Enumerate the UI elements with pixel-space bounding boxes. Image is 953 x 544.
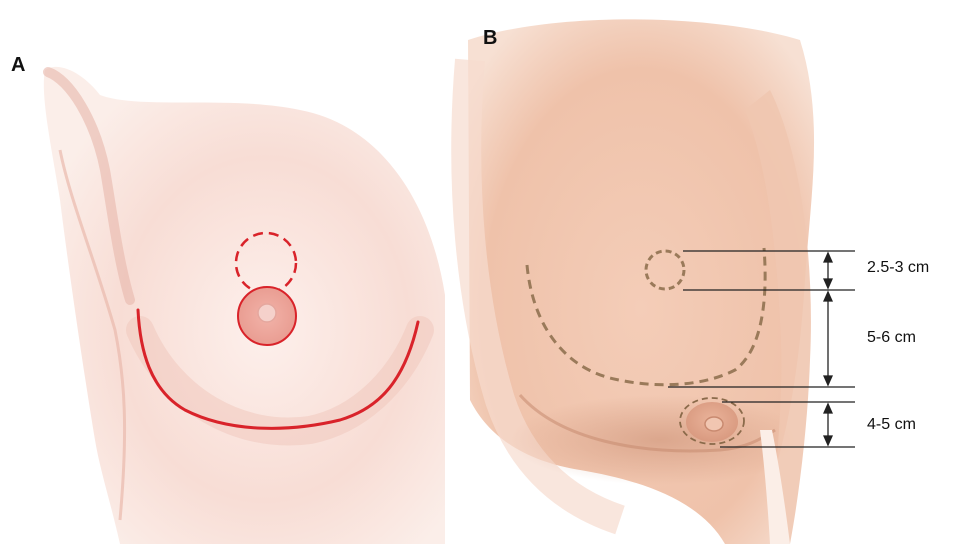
panel-a-letter: A [11,54,25,77]
panel-a-nipple [258,304,276,322]
measurement-label-areola-span: 4-5 cm [867,416,916,434]
measure-arrow-2 [824,292,832,385]
panel-b-nipple [705,417,723,431]
measurement-label-nipple-height: 2.5-3 cm [867,259,929,277]
measure-arrow-3 [824,404,832,445]
measurement-label-nipple-to-imf: 5-6 cm [867,329,916,347]
measure-arrow-1 [824,253,832,288]
panel-a-illustration [44,67,445,544]
panel-b-illustration [466,19,855,544]
panel-b-letter: B [483,27,497,50]
